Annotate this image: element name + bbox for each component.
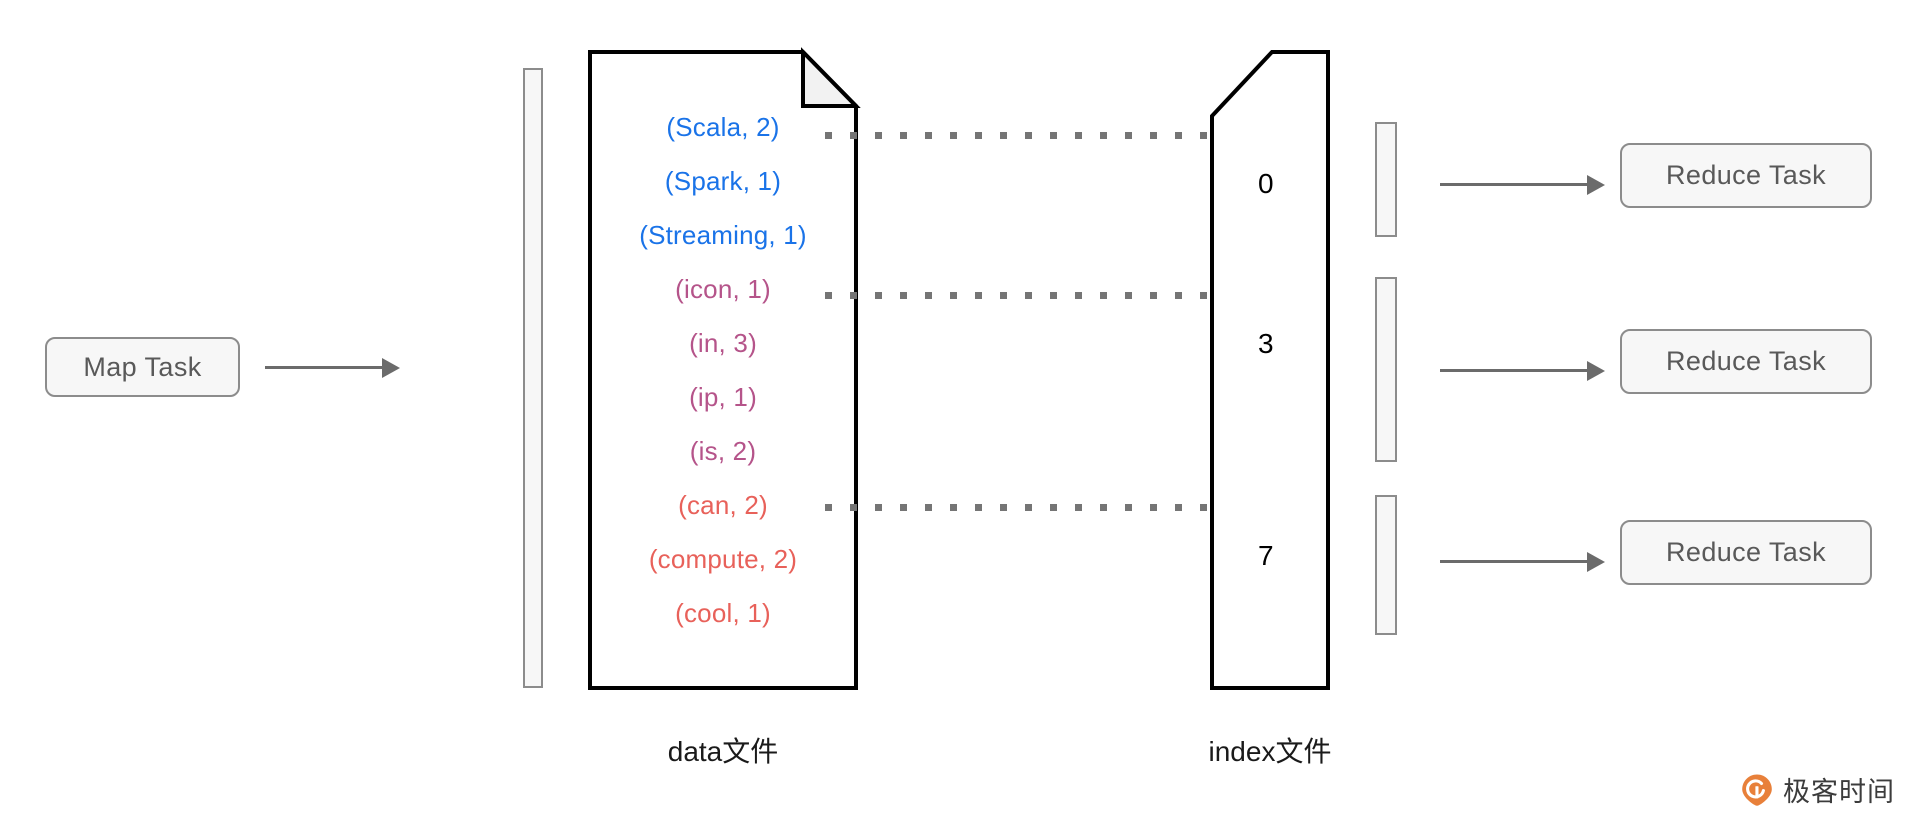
connector-dot — [925, 132, 932, 139]
connector-dot — [1150, 292, 1157, 299]
connector-dot — [1025, 132, 1032, 139]
connector-dot — [1025, 504, 1032, 511]
arrow-to-reduce-3 — [1440, 552, 1605, 572]
connector-dot — [1000, 132, 1007, 139]
dotted-connector-offset-7 — [825, 504, 1230, 511]
connector-dot — [925, 292, 932, 299]
connector-dot — [1000, 292, 1007, 299]
connector-dot — [1100, 504, 1107, 511]
bracket-data-file — [523, 68, 543, 688]
bracket-partition-2 — [1375, 277, 1397, 462]
connector-dot — [950, 504, 957, 511]
arrow-head — [382, 358, 400, 378]
index-offset-value-1: 3 — [1258, 328, 1274, 359]
connector-dot — [975, 504, 982, 511]
arrow-shaft — [265, 366, 383, 369]
arrow-head — [1587, 175, 1605, 195]
connector-dot — [825, 292, 832, 299]
index-offset-value-0: 0 — [1258, 168, 1274, 199]
connector-dot — [825, 504, 832, 511]
arrow-map-to-data — [265, 358, 400, 378]
arrow-shaft — [1440, 183, 1588, 186]
reduce-task-box-1[interactable]: Reduce Task — [1620, 143, 1872, 208]
bracket-partition-3 — [1375, 495, 1397, 635]
data-file-fold — [801, 47, 861, 108]
connector-dot — [1050, 504, 1057, 511]
connector-dot — [1150, 132, 1157, 139]
reduce-task-box-3[interactable]: Reduce Task — [1620, 520, 1872, 585]
data-file-caption: data文件 — [667, 736, 779, 767]
connector-dot — [875, 292, 882, 299]
connector-dot — [825, 132, 832, 139]
arrow-to-reduce-1 — [1440, 175, 1605, 195]
connector-dot — [1050, 132, 1057, 139]
watermark-text: 极客时间 — [1783, 777, 1895, 808]
reduce-task-label: Reduce Task — [1666, 537, 1826, 567]
data-file-shape: (Scala, 2)(Spark, 1)(Streaming, 1)(icon,… — [588, 47, 861, 690]
data-file-outline — [588, 50, 858, 690]
connector-dot — [875, 504, 882, 511]
connector-dot — [1200, 504, 1207, 511]
connector-dot — [1125, 292, 1132, 299]
connector-dot — [950, 132, 957, 139]
connector-dot — [900, 132, 907, 139]
connector-dot — [1175, 504, 1182, 511]
connector-dot — [925, 504, 932, 511]
connector-dot — [975, 132, 982, 139]
connector-dot — [1125, 504, 1132, 511]
arrow-head — [1587, 552, 1605, 572]
connector-dot — [1175, 292, 1182, 299]
connector-dot — [1175, 132, 1182, 139]
dotted-connector-offset-0 — [825, 132, 1230, 139]
reduce-task-label: Reduce Task — [1666, 346, 1826, 376]
connector-dot — [1125, 132, 1132, 139]
index-offset-value-2: 7 — [1258, 540, 1274, 571]
arrow-shaft — [1440, 369, 1588, 372]
connector-dot — [1075, 132, 1082, 139]
connector-dot — [975, 292, 982, 299]
connector-dot — [875, 132, 882, 139]
connector-dot — [1100, 132, 1107, 139]
connector-dot — [850, 504, 857, 511]
bracket-partition-1 — [1375, 122, 1397, 237]
connector-dot — [850, 132, 857, 139]
map-task-label: Map Task — [83, 351, 202, 382]
index-file-caption: index文件 — [1208, 736, 1332, 767]
arrow-head — [1587, 361, 1605, 381]
connector-dot — [1075, 292, 1082, 299]
watermark: 极客时间 — [1740, 770, 1895, 809]
arrow-to-reduce-2 — [1440, 361, 1605, 381]
connector-dot — [850, 292, 857, 299]
index-file-shape: 0 3 7 — [1210, 50, 1330, 690]
reduce-task-label: Reduce Task — [1666, 160, 1826, 190]
connector-dot — [1100, 292, 1107, 299]
geektime-logo-icon — [1740, 773, 1774, 807]
connector-dot — [1050, 292, 1057, 299]
connector-dot — [1075, 504, 1082, 511]
map-task-box[interactable]: Map Task — [45, 337, 240, 397]
connector-dot — [1150, 504, 1157, 511]
connector-dot — [1000, 504, 1007, 511]
connector-dot — [1025, 292, 1032, 299]
index-file-outline — [1210, 50, 1330, 690]
connector-dot — [900, 292, 907, 299]
connector-dot — [1200, 132, 1207, 139]
reduce-task-box-2[interactable]: Reduce Task — [1620, 329, 1872, 394]
arrow-shaft — [1440, 560, 1588, 563]
connector-dot — [900, 504, 907, 511]
connector-dot — [950, 292, 957, 299]
connector-dot — [1200, 292, 1207, 299]
dotted-connector-offset-3 — [825, 292, 1230, 299]
